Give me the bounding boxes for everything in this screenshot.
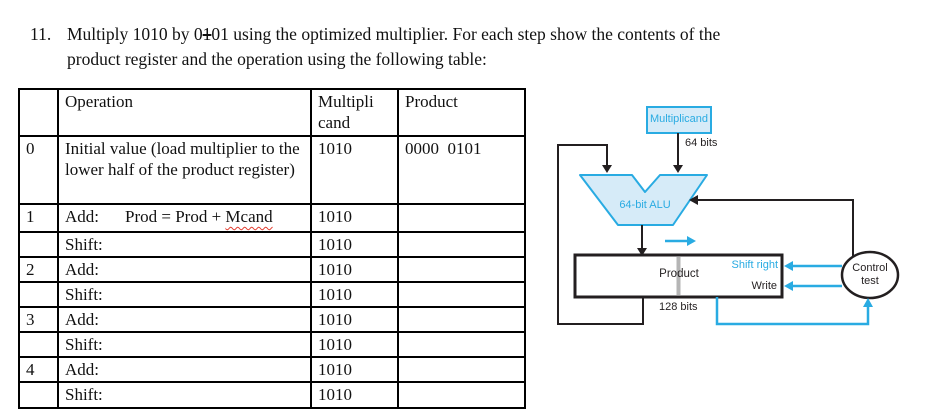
- step-cell: 1: [18, 203, 59, 233]
- alu-label: 64-bit ALU: [619, 199, 671, 211]
- multiplicand-cell: 1010: [310, 306, 399, 333]
- product-to-control-arrowhead: [863, 298, 873, 307]
- multiplier-hardware-diagram: [557, 106, 900, 326]
- table-row: Shift: 1010: [18, 331, 526, 358]
- table-row: Shift: 1010: [18, 281, 526, 308]
- product-cell: [397, 256, 526, 283]
- operation-cell: Add:: [57, 256, 312, 283]
- operation-cell: Add:: [57, 356, 312, 383]
- operation-cell: Add:: [57, 306, 312, 333]
- product-cell: [397, 281, 526, 308]
- step-cell: [18, 331, 59, 358]
- multiplicand-cell: 1010: [310, 231, 399, 258]
- multiplicand-cell: 1010: [310, 281, 399, 308]
- table-row: Shift: 1010: [18, 381, 526, 409]
- multiplicand-cell: 1010: [310, 256, 399, 283]
- operation-cell: Initial value (load multiplier to the lo…: [57, 135, 312, 205]
- product-cell: 0000 0101: [397, 135, 526, 205]
- feedback-arrowhead: [602, 165, 612, 173]
- write-arrowhead: [784, 281, 793, 291]
- header-operation: Operation: [57, 88, 312, 137]
- operation-cell: Shift:: [57, 231, 312, 258]
- operation-cell: Shift:: [57, 381, 312, 409]
- table-row: 1 Add: Prod = Prod + Mcand 1010: [18, 203, 526, 233]
- multiplicand-cell: 1010: [310, 356, 399, 383]
- problem-statement: 11. Multiply 1010 by 0101 using the opti…: [30, 22, 720, 72]
- bus-width-64-label: 64 bits: [685, 137, 718, 149]
- problem-text: Multiply 1010 by 0101 using the optimize…: [67, 22, 720, 72]
- operation-text: Add:: [65, 260, 99, 279]
- operation-text: Shift:: [65, 285, 103, 304]
- control-test-ellipse: [840, 250, 900, 300]
- shift-right-arrowhead: [784, 261, 793, 271]
- problem-line1-pre: Multiply 1010 by 0: [67, 24, 203, 44]
- operation-text: Initial value (load multiplier to the lo…: [65, 139, 300, 179]
- multiplicand-cell: 1010: [310, 381, 399, 409]
- operation-cell: Shift:: [57, 281, 312, 308]
- operation-cell: Add: Prod = Prod + Mcand: [57, 203, 312, 233]
- header-step: [18, 88, 59, 137]
- multiplicand-label: Multiplicand: [649, 113, 709, 125]
- step-cell: [18, 281, 59, 308]
- operation-text: Add:: [65, 310, 99, 329]
- product-cell: [397, 331, 526, 358]
- multiplicand-cell: 1010: [310, 203, 399, 233]
- table-row: 4 Add: 1010: [18, 356, 526, 383]
- operation-text: Shift:: [65, 335, 103, 354]
- write-label: Write: [751, 280, 777, 292]
- product-to-alu-feedback-wire: [557, 144, 644, 325]
- alu-output-arrowhead: [637, 248, 647, 256]
- shift-right-label: Shift right: [731, 259, 778, 271]
- shift-direction-arrowhead: [687, 236, 696, 246]
- problem-line2: product register and the operation using…: [67, 49, 487, 69]
- header-product: Product: [397, 88, 526, 137]
- table-row: 2 Add: 1010: [18, 256, 526, 283]
- multiplicand-arrowhead: [673, 165, 683, 173]
- step-cell: 0: [18, 135, 59, 205]
- product-cell: [397, 203, 526, 233]
- operation-formula: Prod = Prod +: [125, 207, 226, 226]
- step-cell: 2: [18, 256, 59, 283]
- step-cell: 4: [18, 356, 59, 383]
- product-cell: [397, 356, 526, 383]
- product-cell: [397, 381, 526, 409]
- table-row: Shift: 1010: [18, 231, 526, 258]
- alu-right-input-arrowhead: [689, 195, 698, 205]
- table-row: 3 Add: 1010: [18, 306, 526, 333]
- problem-number: 11.: [30, 24, 52, 44]
- operation-cell: Shift:: [57, 331, 312, 358]
- step-cell: [18, 381, 59, 409]
- problem-line1-post: 01 using the optimized multiplier. For e…: [211, 24, 721, 44]
- multiplicand-cell: 1010: [310, 135, 399, 205]
- product-to-control-wire: [715, 297, 870, 326]
- step-cell: [18, 231, 59, 258]
- product-label: Product: [659, 268, 699, 280]
- alu-shape: [579, 174, 708, 226]
- product-cell: [397, 231, 526, 258]
- control-to-alu-wire: [698, 199, 854, 256]
- operation-text: Add:: [65, 360, 99, 379]
- operation-text: Shift:: [65, 385, 103, 404]
- bus-width-128-label: 128 bits: [659, 301, 698, 313]
- operation-text: Shift:: [65, 235, 103, 254]
- step-cell: 3: [18, 306, 59, 333]
- control-test-label: Control test: [852, 262, 888, 287]
- multiplicand-cell: 1010: [310, 331, 399, 358]
- misspelled-word: Mcand: [225, 207, 273, 226]
- problem-struck-digit: 1: [202, 24, 212, 44]
- operation-text: Add:: [65, 207, 99, 226]
- product-cell: [397, 306, 526, 333]
